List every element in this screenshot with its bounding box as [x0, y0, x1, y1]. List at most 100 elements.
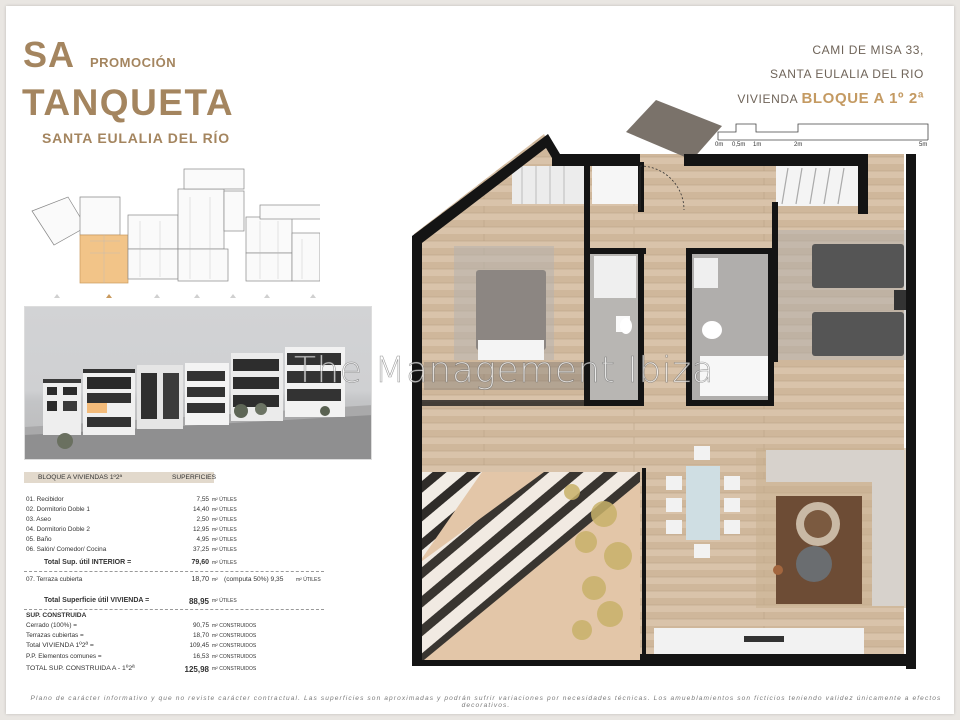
room-value: 7,55 [196, 496, 209, 503]
terraza-row: 07. Terraza cubierta 18,70 m² (computa 5… [24, 576, 324, 586]
room-label: 06. Salón/ Comedor/ Cocina [26, 546, 107, 553]
brochure-sheet: SA PROMOCIÓN TANQUETA SANTA EULALIA DEL … [6, 6, 954, 714]
total-vivienda-label: Total Superficie útil VIVIENDA = [44, 597, 150, 604]
construida-label: P.P. Elementos comunes = [26, 653, 102, 660]
construida-unit: m² CONSTRUIDOS [212, 643, 257, 649]
brand-sa: SA [23, 34, 76, 75]
table-row: Terrazas cubiertas = 18,70 m² CONSTRUIDO… [24, 632, 324, 642]
divider [24, 609, 324, 610]
room-label: 02. Dormitorio Doble 1 [26, 506, 90, 513]
address-line-3: VIVIENDA BLOQUE A 1º 2ª [737, 90, 924, 107]
address-line-1: CAMI DE MISA 33, [812, 43, 924, 57]
balcony-grill [776, 166, 862, 206]
unit-locator-markers [54, 294, 316, 298]
room-unit: m² ÚTILES [212, 507, 237, 513]
room-unit: m² ÚTILES [212, 527, 237, 533]
toilet [702, 321, 722, 339]
stairs [512, 166, 584, 204]
table-row: 03. Aseo 2,50 m² ÚTILES [24, 516, 324, 526]
scale-label-5: 5m [919, 142, 928, 148]
sofa [766, 450, 904, 606]
construida-unit: m² CONSTRUIDOS [212, 623, 257, 629]
legal-footer: Plano de carácter informativo y que no r… [30, 695, 942, 709]
scale-label-05: 0,5m [732, 142, 746, 148]
room-value: 12,95 [193, 526, 209, 533]
table-row: 06. Salón/ Comedor/ Cocina 37,25 m² ÚTIL… [24, 546, 324, 556]
walls [412, 134, 916, 669]
room-label: 03. Aseo [26, 516, 51, 523]
total-construida-row: TOTAL SUP. CONSTRUIDA A - 1º2ª 125,98 m²… [24, 665, 324, 675]
table-header-col: SUPERFICIES [172, 474, 216, 481]
address-vivienda: VIVIENDA [737, 92, 798, 106]
terraza-value: 18,70 [191, 576, 209, 583]
scale-label-1: 1m [753, 142, 762, 148]
construida-label: Terrazas cubiertas = [26, 632, 84, 639]
floor-plan [412, 100, 916, 669]
construida-title-row: SUP. CONSTRUIDA [24, 612, 324, 622]
scale-label-2: 2m [794, 142, 803, 148]
total-vivienda-value: 88,95 [188, 597, 209, 606]
room-label: 01. Recibidor [26, 496, 64, 503]
bed-1 [476, 270, 546, 350]
table-row: 05. Baño 4,95 m² ÚTILES [24, 536, 324, 546]
entrance-door-wood [626, 100, 722, 160]
construida-value: 18,70 [193, 632, 209, 639]
total-interior-unit: m² ÚTILES [212, 560, 237, 566]
room-unit: m² ÚTILES [212, 517, 237, 523]
scale-bar-graphic [717, 123, 929, 141]
room-label: 05. Baño [26, 536, 52, 543]
construida-value: 109,45 [189, 642, 209, 649]
total-vivienda-unit: m² ÚTILES [212, 598, 237, 604]
brand-tanqueta: TANQUETA [22, 82, 235, 123]
brand-town: SANTA EULALIA DEL RÍO [42, 130, 230, 146]
terrace-plants [564, 484, 632, 640]
table-header: BLOQUE A VIVIENDAS 1º2ª SUPERFICIES [24, 472, 216, 483]
bed-2b [812, 312, 904, 356]
scale-label-0: 0m [715, 142, 724, 148]
divider [24, 571, 324, 572]
terraza-computa: (computa 50%) 9,35 [224, 576, 284, 583]
room-unit: m² ÚTILES [212, 547, 237, 553]
table-row: 01. Recibidor 7,55 m² ÚTILES [24, 496, 324, 506]
terraza-label: 07. Terraza cubierta [26, 576, 83, 583]
total-construida-label: TOTAL SUP. CONSTRUIDA A - 1º2ª [26, 665, 135, 672]
brand-promocion: PROMOCIÓN [90, 55, 177, 70]
total-construida-unit: m² CONSTRUIDOS [212, 666, 257, 672]
construida-value: 16,53 [193, 653, 209, 660]
site-key-plan [31, 168, 320, 284]
table-row: P.P. Elementos comunes = 16,53 m² CONSTR… [24, 653, 324, 663]
table-row: Cerrado (100%) = 90,75 m² CONSTRUIDOS [24, 622, 324, 632]
building-render-photo [24, 306, 372, 460]
room-unit: m² ÚTILES [212, 497, 237, 503]
room-value: 4,95 [196, 536, 209, 543]
total-interior-label: Total Sup. útil INTERIOR = [44, 559, 132, 566]
address-unit-highlight: BLOQUE A 1º 2ª [801, 90, 924, 107]
bed-2a [812, 244, 904, 288]
room-value: 37,25 [193, 546, 209, 553]
table-row: Total VIVIENDA 1º2ª = 109,45 m² CONSTRUI… [24, 642, 324, 652]
total-interior-row: Total Sup. útil INTERIOR = 79,60 m² ÚTIL… [24, 559, 324, 569]
scale-bar: 0m 0,5m 1m 2m 5m [714, 120, 932, 156]
dining-table [686, 466, 720, 540]
room-label: 04. Dormitorio Doble 2 [26, 526, 90, 533]
construida-unit: m² CONSTRUIDOS [212, 633, 257, 639]
total-interior-value: 79,60 [191, 559, 209, 566]
shower-tray [700, 356, 768, 396]
room-value: 14,40 [193, 506, 209, 513]
pergola-shadow [418, 472, 640, 660]
room-value: 2,50 [196, 516, 209, 523]
address-line-2: SANTA EULALIA DEL RIO [770, 67, 924, 81]
construida-unit: m² CONSTRUIDOS [212, 654, 257, 660]
construida-label: Cerrado (100%) = [26, 622, 77, 629]
table-row: 04. Dormitorio Doble 2 12,95 m² ÚTILES [24, 526, 324, 536]
table-row: 02. Dormitorio Doble 1 14,40 m² ÚTILES [24, 506, 324, 516]
coffee-table [796, 546, 832, 582]
terraza-computa-unit: m² ÚTILES [296, 577, 321, 583]
terraza-unit: m² [212, 577, 218, 583]
table-header-title: BLOQUE A VIVIENDAS 1º2ª [38, 474, 123, 481]
watermark: The Management Ibiza [294, 350, 715, 392]
room-unit: m² ÚTILES [212, 537, 237, 543]
construida-label: Total VIVIENDA 1º2ª = [26, 642, 94, 649]
total-construida-value: 125,98 [184, 665, 209, 674]
construida-title: SUP. CONSTRUIDA [26, 612, 87, 619]
